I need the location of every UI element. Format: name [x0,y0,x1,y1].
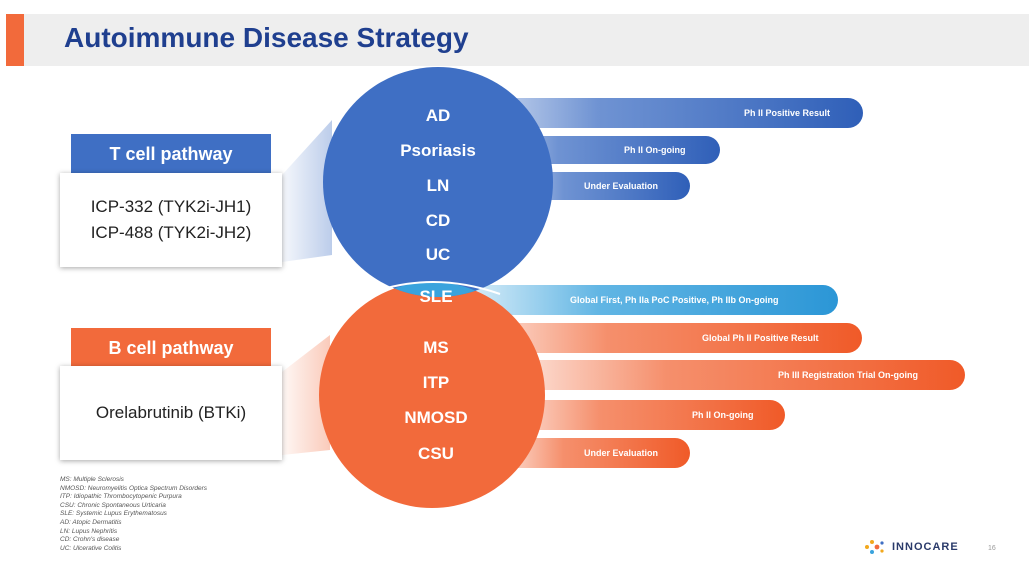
label-ph2-ongoing: Ph II On-going [624,145,686,155]
page-number: 16 [988,545,996,552]
label-under-evaluation-t: Under Evaluation [584,181,659,191]
drug-icp-332: ICP-332 (TYK2i-JH1) [90,197,252,216]
disease-nmosd: NMOSD [404,408,468,427]
bar-ph3-registration [505,360,965,390]
label-ph2-ongoing-b: Ph II On-going [692,410,754,420]
bar-under-evaluation-b [495,438,690,468]
b-cell-pathway-label: B cell pathway [71,328,271,368]
label-global-ph2: Global Ph II Positive Result [702,333,819,343]
bar-ph2-ongoing-b [500,400,785,430]
footnote: LN: Lupus Nephritis [60,527,118,535]
t-cell-drug-box: ICP-332 (TYK2i-JH1) ICP-488 (TYK2i-JH2) [60,173,282,267]
page-title: Autoimmune Disease Strategy [64,22,469,53]
logo-text: INNOCARE [892,541,959,553]
footnote: CSU: Chronic Spontaneous Urticaria [60,501,166,509]
footnote: CD: Crohn's disease [60,536,120,544]
abbreviation-footnotes: MS: Multiple Sclerosis NMOSD: Neuromyeli… [60,476,207,553]
label-sle-status: Global First, Ph IIa PoC Positive, Ph II… [570,295,779,305]
b-cell-drug-box: Orelabrutinib (BTKi) [60,366,282,460]
title-accent-bar [6,14,24,66]
drug-icp-488: ICP-488 (TYK2i-JH2) [90,223,252,242]
disease-sle: SLE [419,287,453,306]
label-ph3-registration: Ph III Registration Trial On-going [778,370,919,380]
disease-psoriasis: Psoriasis [400,141,476,160]
t-cell-pathway-label: T cell pathway [71,134,271,174]
b-cell-circle [319,282,545,508]
bar-ph2-positive [455,98,863,128]
disease-ms: MS [423,338,449,357]
b-cell-connector [282,335,330,455]
bar-sle [470,285,838,315]
label-ph2-positive: Ph II Positive Result [744,108,831,118]
title-band [24,14,1029,66]
footnote: NMOSD: Neuromyelitis Optica Spectrum Dis… [60,484,208,492]
bar-global-ph2 [470,323,862,353]
disease-csu: CSU [418,444,454,463]
footnote: ITP: Idiopathic Thrombocytopenic Purpura [60,493,182,501]
t-cell-circle [323,67,553,297]
footnote: MS: Multiple Sclerosis [60,476,124,483]
footnote: UC: Ulcerative Colitis [60,544,122,552]
disease-itp: ITP [422,373,450,392]
innocare-logo-icon [865,540,884,554]
t-cell-connector [282,120,332,262]
innocare-logo: INNOCARE [864,539,959,555]
disease-uc: UC [425,245,451,264]
overlap-border [367,281,501,295]
disease-cd: CD [425,211,451,230]
footnote: AD: Atopic Dermatitis [60,518,122,526]
label-under-evaluation-b: Under Evaluation [584,448,659,458]
footnote: SLE: Systemic Lupus Erythematosus [60,510,167,518]
drug-orelabrutinib: Orelabrutinib (BTKi) [95,403,247,422]
disease-ad: AD [425,106,451,125]
disease-ln: LN [426,176,450,195]
